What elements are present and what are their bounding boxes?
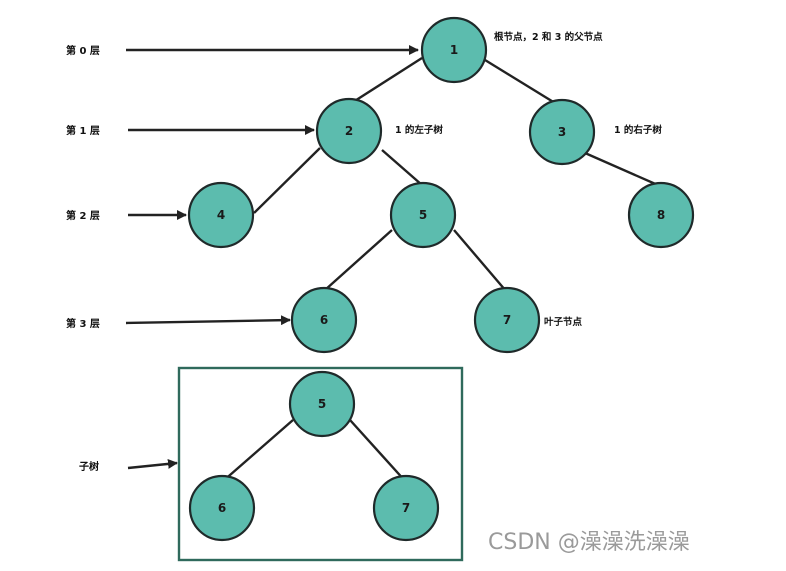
level-2-label: 第 2 层 — [66, 209, 100, 222]
subtree-node-5-label: 5 — [318, 397, 326, 411]
node-5-label: 5 — [419, 208, 427, 222]
node-3-label: 3 — [558, 125, 566, 139]
edge-5-6 — [324, 229, 393, 291]
subtree-node-6-label: 6 — [218, 501, 226, 515]
subtree-label: 子树 — [79, 460, 99, 473]
node-7: 7 — [473, 286, 541, 354]
note-left-subtree: 1 的左子树 — [395, 124, 443, 136]
level-3-label: 第 3 层 — [66, 317, 100, 330]
note-right-subtree: 1 的右子树 — [614, 124, 662, 136]
note-leaf: 叶子节点 — [544, 316, 583, 328]
node-6: 6 — [290, 286, 358, 354]
edge-2-4 — [253, 147, 321, 214]
level-1-label: 第 1 层 — [66, 124, 100, 137]
edge-5-7 — [453, 229, 507, 292]
node-7-label: 7 — [503, 313, 511, 327]
subtree-node-6: 6 — [188, 474, 256, 542]
note-root: 根节点，2 和 3 的父节点 — [494, 31, 603, 43]
node-2-label: 2 — [345, 124, 353, 138]
watermark: CSDN @澡澡洗澡澡 — [488, 530, 690, 555]
edge-1-3 — [484, 58, 556, 105]
node-3: 3 — [528, 98, 596, 166]
edge-3-8 — [584, 151, 661, 188]
node-8-label: 8 — [657, 208, 665, 222]
edge-1-2 — [349, 56, 423, 106]
edge-2-5 — [381, 149, 423, 186]
arrow-subtree — [127, 458, 178, 470]
arrow-level-3 — [125, 315, 291, 326]
node-1-label: 1 — [450, 43, 458, 57]
node-5: 5 — [389, 181, 457, 249]
subtree-edge-5-7 — [349, 419, 407, 483]
subtree-node-7: 7 — [372, 474, 440, 542]
node-4: 4 — [187, 181, 255, 249]
subtree-edge-5-6 — [221, 419, 294, 483]
node-8: 8 — [627, 181, 695, 249]
node-6-label: 6 — [320, 313, 328, 327]
node-1: 1 — [420, 16, 488, 84]
subtree-node-7-label: 7 — [402, 501, 410, 515]
node-4-label: 4 — [217, 208, 225, 222]
subtree-box — [177, 366, 464, 562]
subtree-node-5: 5 — [288, 370, 356, 438]
node-2: 2 — [315, 97, 383, 165]
level-0-label: 第 0 层 — [66, 44, 100, 57]
